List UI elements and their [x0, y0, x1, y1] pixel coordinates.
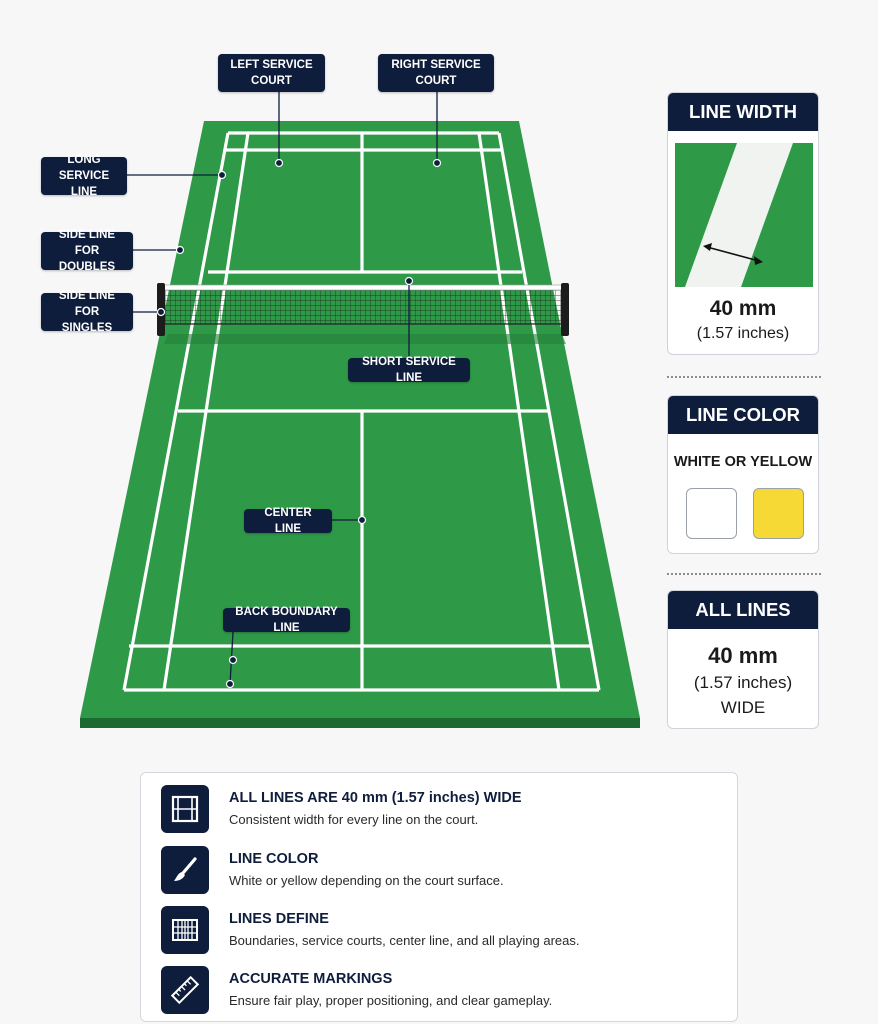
info-row: ACCURATE MARKINGS Ensure fair play, prop…: [161, 966, 721, 1016]
court-outline-icon: [161, 785, 209, 833]
info-row-title: LINES DEFINE: [229, 911, 329, 927]
net-shadow: [164, 334, 566, 344]
all-lines-card-title: ALL LINES: [668, 591, 818, 629]
label-side-line-singles: SIDE LINE FOR SINGLES: [41, 290, 133, 334]
court-grid-icon: [161, 906, 209, 954]
line-color-options-text: WHITE OR YELLOW: [673, 454, 813, 470]
info-row-description: Ensure fair play, proper positioning, an…: [229, 993, 553, 1008]
info-row: LINES DEFINE Boundaries, service courts,…: [161, 906, 721, 956]
label-long-service-line: LONG SERVICE LINE: [41, 154, 127, 198]
line-width-card: LINE WIDTH 40 mm (1.57 inches): [667, 92, 819, 355]
all-lines-value: 40 mm: [708, 643, 778, 668]
all-lines-card: ALL LINES 40 mm (1.57 inches) WIDE: [667, 590, 819, 729]
info-panel: ALL LINES ARE 40 mm (1.57 inches) WIDE C…: [140, 772, 738, 1022]
court-base-edge: [80, 718, 640, 728]
doubles-side-line-left: [122, 132, 230, 691]
divider-1: [667, 376, 821, 378]
label-left-service-court: LEFT SERVICE COURT: [218, 54, 325, 92]
all-lines-inches: (1.57 inches): [693, 673, 793, 692]
line-width-card-title: LINE WIDTH: [668, 93, 818, 131]
court-surface: [80, 121, 640, 718]
info-row-description: White or yellow depending on the court s…: [229, 873, 504, 888]
label-back-boundary-line: BACK BOUNDARY LINE: [223, 606, 350, 634]
net-top-tape: [161, 284, 566, 291]
all-lines-wide: WIDE: [720, 698, 766, 717]
line-width-value: 40 mm: [709, 297, 777, 320]
info-row-title: ACCURATE MARKINGS: [229, 971, 393, 987]
info-row-description: Consistent width for every line on the c…: [229, 812, 479, 827]
white-color-swatch: [686, 488, 737, 539]
info-row-description: Boundaries, service courts, center line,…: [229, 933, 580, 948]
divider-2: [667, 573, 821, 575]
info-row-title: ALL LINES ARE 40 mm (1.57 inches) WIDE: [229, 790, 522, 806]
leader-dots: [156, 158, 442, 689]
line-color-card-title: LINE COLOR: [668, 396, 818, 434]
label-center-line: CENTER LINE: [244, 507, 332, 535]
info-row-title: LINE COLOR: [229, 851, 319, 867]
label-short-service-line: SHORT SERVICE LINE: [348, 356, 470, 384]
paintbrush-icon: [161, 846, 209, 894]
info-row: LINE COLOR White or yellow depending on …: [161, 846, 721, 896]
line-color-card: LINE COLOR WHITE OR YELLOW: [667, 395, 819, 554]
yellow-color-swatch: [753, 488, 804, 539]
label-side-line-doubles: SIDE LINE FOR DOUBLES: [41, 229, 133, 273]
court-lines: [122, 131, 601, 692]
ruler-icon: [161, 966, 209, 1014]
net-mesh: [162, 288, 565, 324]
label-right-service-court: RIGHT SERVICE COURT: [378, 54, 494, 92]
line-width-closeup-image: [675, 143, 813, 287]
info-row: ALL LINES ARE 40 mm (1.57 inches) WIDE C…: [161, 785, 721, 835]
line-width-inches: (1.57 inches): [696, 325, 790, 342]
net-post-right: [561, 283, 569, 336]
